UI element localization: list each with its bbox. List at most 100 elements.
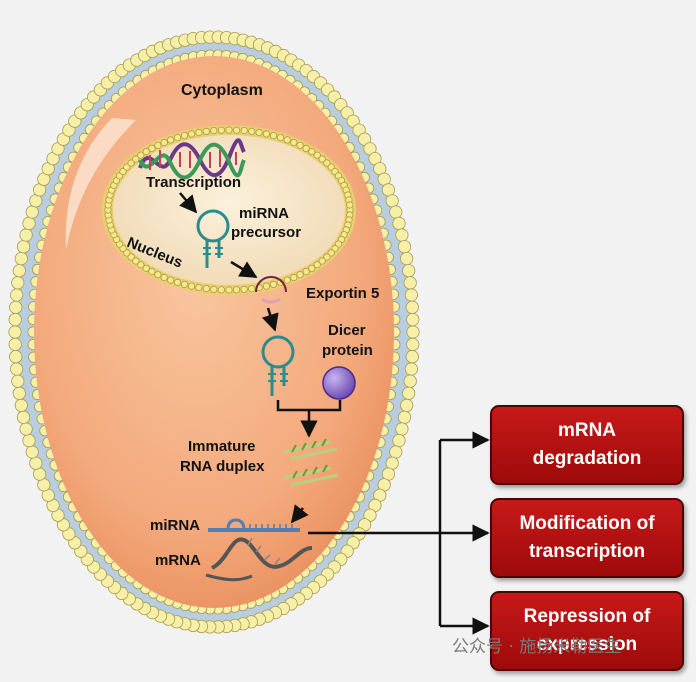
membrane-head-icon [389,445,403,459]
membrane-head-icon [225,126,233,134]
label-dicer-2: protein [322,342,373,359]
membrane-head-icon [290,138,298,147]
membrane-head-icon [167,276,175,284]
membrane-head-icon [296,141,304,149]
membrane-head-icon [392,216,406,230]
membrane-head-icon [302,267,310,276]
membrane-head-icon [233,126,241,134]
membrane-head-icon [188,130,196,138]
label-exportin: Exportin 5 [306,285,379,302]
membrane-head-icon [12,386,26,400]
membrane-head-icon [290,273,298,282]
membrane-head-icon [276,134,285,142]
membrane-head-icon [385,194,399,208]
membrane-head-icon [202,284,210,293]
membrane-head-icon [160,273,168,282]
membrane-head-icon [318,257,326,265]
membrane-head-icon [296,271,304,279]
nucleus [102,125,356,295]
cell-highlight [65,118,136,250]
membrane-head-icon [392,433,406,448]
membrane-head-icon [19,228,33,242]
label-mirna-precursor-2: precursor [231,224,301,241]
membrane-head-icon [19,422,33,436]
mirna-strand-icon [208,518,300,532]
membrane-head-icon [22,433,36,448]
membrane-head-icon [225,286,233,294]
membrane-head-icon [313,151,321,159]
membrane-head-icon [217,126,225,134]
label-mrna: mRNA [155,552,201,569]
membrane-head-icon [16,240,31,254]
membrane-head-icon [132,155,140,163]
membrane-head-icon [406,337,420,351]
membrane-head-icon [323,159,331,167]
membrane-head-icon [404,362,418,376]
membrane-head-icon [233,286,241,294]
membrane-head-icon [283,136,291,144]
membrane-head-icon [22,216,36,230]
membrane-head-icon [389,205,403,219]
membrane-head-icon [195,128,203,137]
membrane-head-icon [402,264,416,278]
membrane-head-icon [10,362,24,376]
membrane-head-icon [137,261,145,269]
membrane-head-icon [154,141,162,149]
membrane-head-icon [173,278,182,286]
membrane-head-icon [405,300,419,314]
label-mirna: miRNA [150,517,200,534]
membrane-head-icon [9,300,23,314]
membrane-head-icon [313,261,321,269]
exportin-5-icon [255,276,287,304]
label-dicer-1: Dicer [328,322,366,339]
membrane-head-icon [142,148,150,156]
membrane-head-icon [11,374,25,388]
membrane-head-icon [308,264,316,272]
membrane-head-icon [137,151,145,159]
membrane-head-icon [148,267,156,276]
membrane-head-icon [8,337,22,351]
membrane-head-icon [188,282,196,290]
membrane-head-icon [240,127,248,135]
membrane-head-icon [262,282,270,290]
outcome-line: transcription [528,541,646,562]
membrane-head-icon [283,276,291,284]
membrane-head-icon [9,350,23,364]
membrane-head-icon [403,374,417,388]
membrane-head-icon [195,283,203,292]
membrane-head-icon [318,155,326,163]
dicer-protein-icon [322,366,356,400]
label-immature-2: RNA duplex [180,458,265,475]
membrane-head-icon [29,456,43,470]
membrane-head-icon [400,398,414,412]
membrane-head-icon [127,253,135,261]
rna-duplex-icon [282,438,339,487]
membrane-head-icon [346,201,354,209]
membrane-head-icon [148,144,156,152]
membrane-head-icon [154,271,162,279]
membrane-head-icon [8,312,22,327]
label-transcription: Transcription [146,174,241,191]
label-mirna-precursor-1: miRNA [239,205,289,222]
membrane-head-icon [269,132,278,140]
membrane-head-icon [160,138,168,147]
watermark: 公众号 · 施扬米勒医生 [452,637,622,657]
membrane-head-icon [16,410,31,424]
membrane-head-icon [248,127,256,135]
outcome-line: expression [536,634,638,655]
membrane-head-icon [406,325,420,339]
membrane-head-icon [405,350,419,364]
membrane-head-icon [25,445,39,459]
membrane-head-icon [11,276,25,290]
outcome-connectors [308,431,490,635]
membrane-head-icon [302,144,310,152]
membrane-head-icon [132,257,140,265]
membrane-head-icon [8,325,22,339]
membrane-head-icon [327,249,335,257]
outcome-line: mRNA [557,420,617,441]
membrane-head-icon [240,285,248,293]
